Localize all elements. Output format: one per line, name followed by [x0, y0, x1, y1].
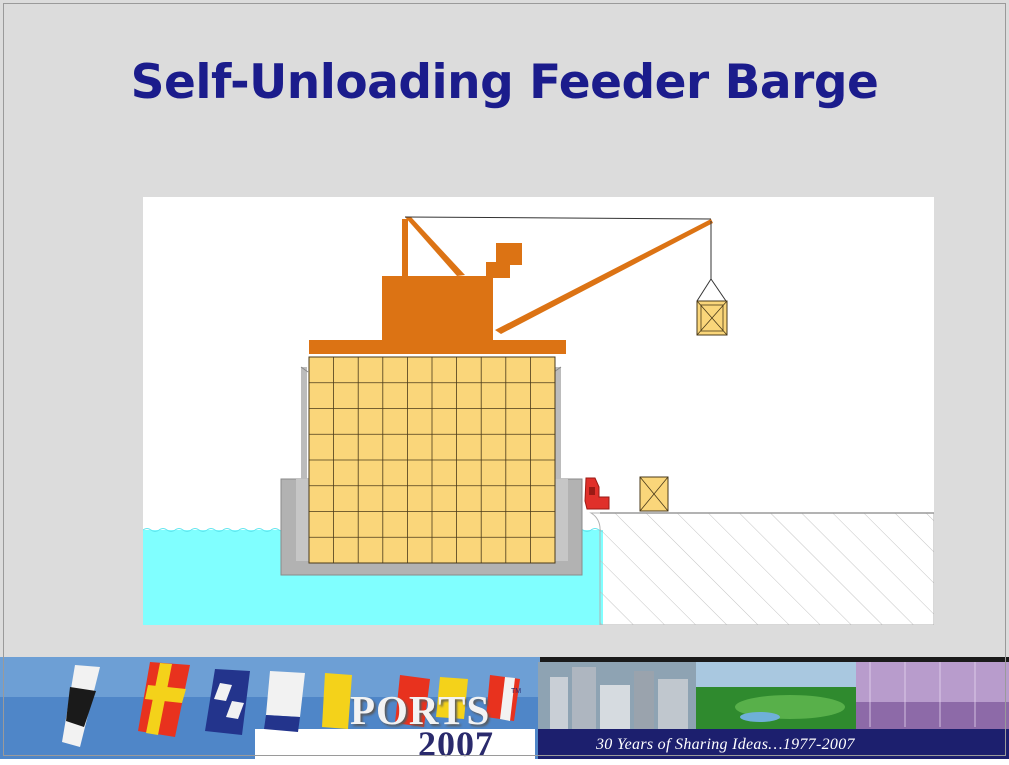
container-stack [309, 357, 555, 563]
barge-diagram [143, 197, 934, 625]
quay [591, 513, 934, 625]
crane [309, 217, 713, 354]
banner-artwork [0, 657, 1009, 759]
trademark: TM [511, 688, 521, 695]
tagline: 30 Years of Sharing Ideas…1977-2007 [596, 736, 855, 754]
slide-title: Self-Unloading Feeder Barge [0, 55, 1009, 110]
quay-container [640, 477, 668, 511]
footer-banner: TM [0, 657, 1009, 759]
barge-diagram-svg [143, 197, 934, 625]
hoisted-container [697, 301, 727, 335]
bollard [585, 478, 609, 509]
